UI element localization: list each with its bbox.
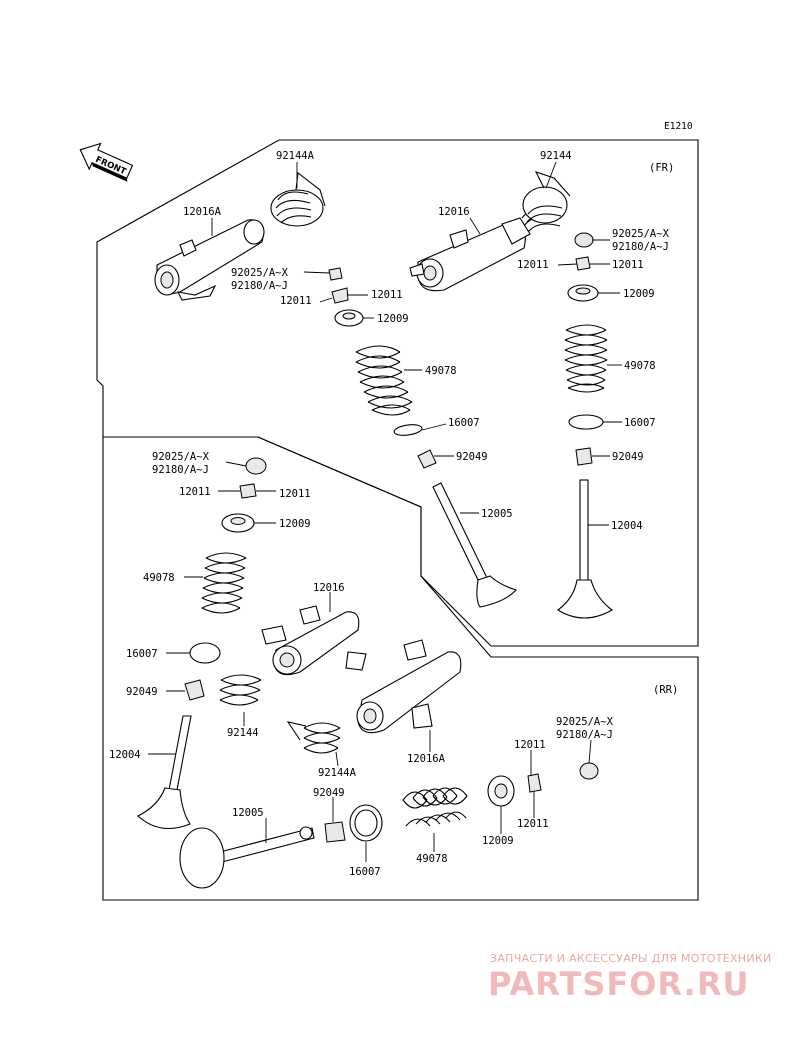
fr-valve-spring-right [564, 324, 608, 393]
rr-retainer-bottom [487, 775, 515, 807]
fr-cotter-right [575, 256, 591, 271]
rr-label-49078-left: 49078 [143, 572, 175, 584]
rr-seat-left [189, 642, 221, 664]
fr-label-12011-left1: 12011 [280, 295, 312, 307]
rr-label-92025-right: 92025/A~X [556, 716, 614, 728]
rr-valve-12005 [179, 826, 315, 889]
rr-retainer-left [221, 513, 255, 533]
diagram-code: E1210 [664, 121, 693, 132]
rr-cotter-left [239, 483, 257, 499]
rr-label-16007-left: 16007 [126, 648, 158, 660]
rr-torsion-spring-92144 [219, 674, 262, 706]
fr-keeper-right [574, 232, 594, 248]
fr-label-12011-left2: 12011 [371, 289, 403, 301]
rr-valve-spring-bottom [402, 787, 468, 827]
fr-label-12016a: 12016A [183, 206, 222, 218]
fr-keeper-left [328, 267, 343, 281]
rr-keeper-right [579, 762, 599, 780]
fr-label-92144a: 92144A [276, 150, 315, 162]
fr-label-92025-right: 92025/A~X [612, 228, 670, 240]
rr-label-12004: 12004 [109, 749, 141, 761]
rr-label-92180-left: 92180/A~J [152, 464, 209, 476]
fr-seat-left [393, 424, 423, 436]
fr-torsion-spring-92144a [270, 171, 326, 227]
fr-rocker-arm-12016 [409, 217, 531, 292]
fr-retainer-right [567, 284, 599, 302]
rr-label-12011-bottom1: 12011 [514, 739, 546, 751]
rr-stem-seal-left [184, 679, 205, 701]
fr-torsion-spring-92144 [521, 171, 571, 233]
fr-label-12011-right2: 12011 [612, 259, 644, 271]
fr-cotter-left [331, 287, 349, 304]
fr-label-12009-right: 12009 [623, 288, 655, 300]
rr-torsion-spring-92144a [286, 721, 341, 754]
front-section-label: (FR) [649, 162, 674, 174]
rr-label-92144: 92144 [227, 727, 259, 739]
fr-label-16007-right: 16007 [624, 417, 656, 429]
rr-label-92049-left: 92049 [126, 686, 158, 698]
fr-label-92180-right: 92180/A~J [612, 241, 669, 253]
rr-cotter-bottom [527, 773, 542, 793]
fr-seat-right [568, 414, 604, 430]
fr-valve-12004 [557, 479, 613, 619]
rr-label-12009-left: 12009 [279, 518, 311, 530]
rr-label-12011-bottom2: 12011 [517, 818, 549, 830]
rr-seat-bottom [349, 804, 383, 842]
rr-label-92025-left: 92025/A~X [152, 451, 210, 463]
fr-label-12009-left: 12009 [377, 313, 409, 325]
rr-label-92180-right: 92180/A~J [556, 729, 613, 741]
fr-label-12004: 12004 [611, 520, 643, 532]
fr-leaders [211, 161, 622, 526]
fr-label-12016: 12016 [438, 206, 470, 218]
fr-stem-seal-right [575, 447, 593, 466]
rr-label-12011-left2: 12011 [279, 488, 311, 500]
fr-label-16007-left: 16007 [448, 417, 480, 429]
rr-rocker-arm-12016 [261, 605, 367, 676]
rr-valve-spring-left [201, 552, 247, 614]
rear-section-label: (RR) [653, 684, 678, 696]
watermark-brand: PARTSFOR.RU [488, 965, 749, 1003]
rr-leaders [148, 461, 592, 862]
rr-stem-seal-bottom [324, 821, 346, 843]
rr-label-12009-bottom: 12009 [482, 835, 514, 847]
fr-label-49078-right: 49078 [624, 360, 656, 372]
rr-keeper-left [245, 457, 267, 475]
rr-label-12005: 12005 [232, 807, 264, 819]
fr-label-92049-right: 92049 [612, 451, 644, 463]
fr-label-92025-left: 92025/A~X [231, 267, 289, 279]
fr-valve-spring-left [355, 345, 413, 416]
rr-label-12016: 12016 [313, 582, 345, 594]
rr-label-16007-bottom: 16007 [349, 866, 381, 878]
rr-label-49078-bottom: 49078 [416, 853, 448, 865]
rr-label-12016a: 12016A [407, 753, 446, 765]
fr-label-92144: 92144 [540, 150, 572, 162]
rr-label-92144a: 92144A [318, 767, 357, 779]
front-arrow-icon: FRONT [79, 142, 134, 182]
fr-retainer-left [334, 309, 364, 327]
rr-label-12011-left1: 12011 [179, 486, 211, 498]
fr-label-12005: 12005 [481, 508, 513, 520]
fr-label-49078-left: 49078 [425, 365, 457, 377]
fr-label-92180-left: 92180/A~J [231, 280, 288, 292]
fr-stem-seal-left [417, 449, 437, 469]
rear-section-frame [102, 436, 699, 901]
rr-label-92049-bottom: 92049 [313, 787, 345, 799]
fr-valve-12005 [432, 482, 517, 608]
rr-valve-12004 [137, 715, 192, 830]
rr-rocker-arm-12016a [356, 639, 462, 734]
fr-label-12011-right1: 12011 [517, 259, 549, 271]
fr-rocker-arm-12016a [154, 219, 265, 301]
fr-label-92049-left: 92049 [456, 451, 488, 463]
watermark-tagline: ЗАПЧАСТИ И АКСЕССУАРЫ ДЛЯ МОТОТЕХНИКИ [490, 952, 772, 965]
